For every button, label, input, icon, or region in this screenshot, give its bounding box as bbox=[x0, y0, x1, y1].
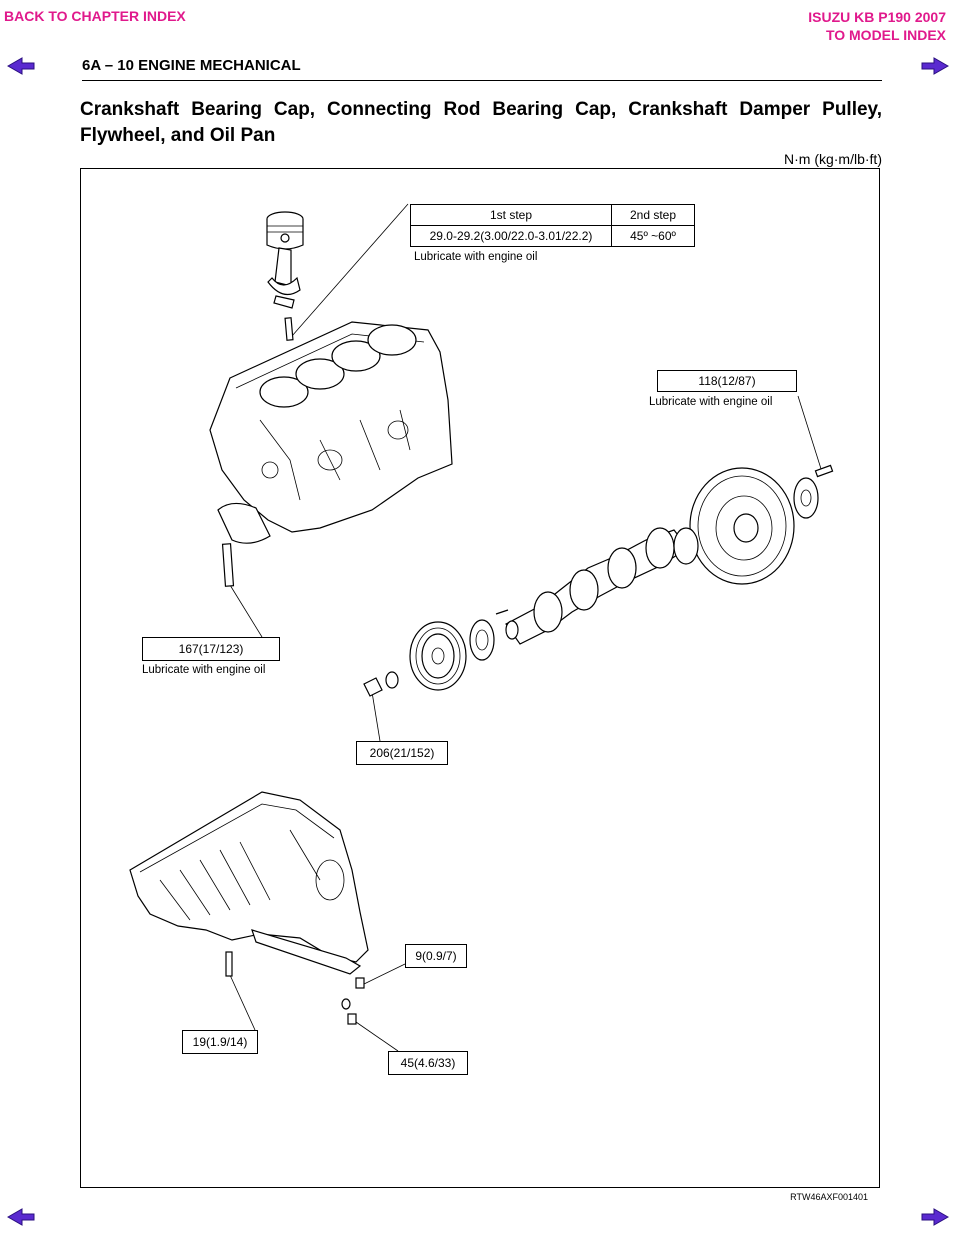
figure-frame bbox=[80, 168, 880, 1188]
spec-value-1st-step: 29.0-29.2(3.00/22.0-3.01/22.2) bbox=[410, 225, 612, 247]
main-bearing-cap-lubrication-note: Lubricate with engine oil bbox=[142, 664, 266, 676]
crankshaft bbox=[495, 527, 699, 645]
damper-pulley-bolt-torque: 206(21/152) bbox=[356, 741, 448, 765]
rod-cap-torque-spec: 1st step 2nd step 29.0-29.2(3.00/22.0-3.… bbox=[410, 204, 695, 247]
previous-page-arrow-icon[interactable] bbox=[6, 1207, 36, 1227]
figure-code: RTW46AXF001401 bbox=[790, 1192, 868, 1202]
crankshaft-damper-pulley bbox=[363, 621, 467, 697]
model-index-link[interactable]: ISUZU KB P190 2007 TO MODEL INDEX bbox=[808, 8, 946, 44]
strainer-bolt-torque: 45(4.6/33) bbox=[388, 1051, 468, 1075]
spec-header-2nd-step: 2nd step bbox=[611, 204, 695, 226]
main-bearing-cap-torque: 167(17/123) bbox=[142, 637, 280, 661]
spec-header-1st-step: 1st step bbox=[410, 204, 612, 226]
leader-lines bbox=[229, 203, 823, 1052]
next-page-arrow-icon[interactable] bbox=[920, 56, 950, 76]
cylinder-block bbox=[209, 321, 453, 587]
page-header: 6A – 10 ENGINE MECHANICAL bbox=[82, 57, 301, 74]
back-to-chapter-index-link[interactable]: BACK TO CHAPTER INDEX bbox=[4, 8, 186, 24]
crankshaft-gear bbox=[469, 619, 495, 661]
rod-cap-spec-table: 1st step 2nd step 29.0-29.2(3.00/22.0-3.… bbox=[410, 204, 695, 247]
flywheel-bolt-torque: 118(12/87) bbox=[657, 370, 797, 392]
torque-units: N·m (kg·m/lb·ft) bbox=[784, 151, 882, 167]
previous-page-arrow-icon[interactable] bbox=[6, 56, 36, 76]
section-title: Crankshaft Bearing Cap, Connecting Rod B… bbox=[80, 99, 882, 146]
oil-pan bbox=[129, 791, 369, 1025]
flywheel-lubrication-note: Lubricate with engine oil bbox=[649, 396, 773, 408]
to-model-index-label[interactable]: TO MODEL INDEX bbox=[825, 27, 946, 43]
drain-plug-torque: 9(0.9/7) bbox=[405, 944, 467, 968]
oil-pan-bolt-torque: 19(1.9/14) bbox=[182, 1030, 258, 1054]
model-name: ISUZU KB P190 2007 bbox=[808, 9, 946, 25]
piston-and-connecting-rod bbox=[266, 211, 304, 341]
spec-value-2nd-step: 45º ~60º bbox=[611, 225, 695, 247]
header-rule bbox=[82, 80, 882, 81]
rod-cap-lubrication-note: Lubricate with engine oil bbox=[414, 251, 538, 263]
flywheel bbox=[689, 464, 834, 585]
next-page-arrow-icon[interactable] bbox=[920, 1207, 950, 1227]
